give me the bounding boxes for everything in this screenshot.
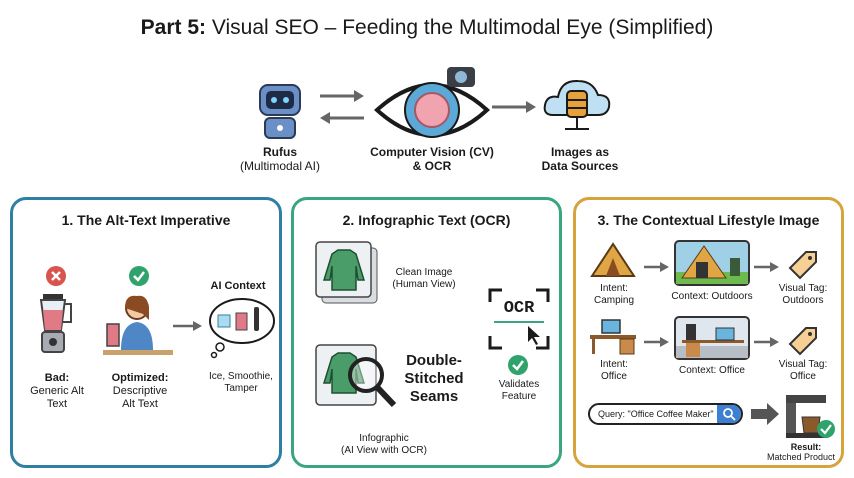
result-label: Result: [790,442,822,452]
optimized-desc: Alt Text [122,398,158,410]
cv-label: Computer Vision (CV) [370,145,494,159]
arrow-right-icon [644,337,669,347]
check-icon [129,266,149,286]
intent-label: Intent: [600,359,628,370]
panel-title: 1. The Alt-Text Imperative [61,212,231,228]
images-sub: Data Sources [541,159,619,173]
visual-tag-label: Visual Tag: [778,359,828,370]
search-icon [723,408,736,421]
page-title: Part 5: Visual SEO – Feeding the Multimo… [0,16,854,40]
bad-label: Bad: [44,372,70,384]
woman-blending-icon [103,295,173,355]
tent-icon [590,242,636,277]
panel-alt-text: 1. The Alt-Text Imperative Bad: Generic … [10,197,282,468]
arrow-right-icon [320,90,364,124]
clean-image-label: Clean Image [395,267,453,278]
visual-tag-label: Office [790,371,816,382]
ocr-scan-icon [488,288,550,350]
ocr-label: OCR [503,299,535,318]
x-mark-icon [46,266,66,286]
arrow-right-icon [751,403,779,425]
bad-desc: Generic Alt [30,385,84,397]
coffee-maker-icon [786,395,835,438]
office-scene-image [674,316,750,360]
outdoor-scene-image [674,240,750,286]
bad-desc: Text [46,398,68,410]
ai-context-label: AI Context [210,280,266,292]
clean-image-desc: (Human View) [392,279,456,290]
panel-infographic-ocr: 2. Infographic Text (OCR) Clean Image (H… [291,197,562,468]
panel-title: 2. Infographic Text (OCR) [342,212,511,228]
title-text: Visual SEO – Feeding the Multimodal Eye … [211,16,714,39]
jacket-image-icon [315,241,378,304]
database-cloud-icon [543,79,611,130]
validates-label: Validates [498,379,540,390]
infographic-label: Infographic [359,433,409,444]
tag-icon [788,327,817,356]
search-button[interactable] [717,405,741,423]
context-items: Ice, Smoothie, [209,371,273,382]
tag-icon [788,251,817,280]
context-label: Context: Office [679,365,745,376]
blender-icon [39,294,72,353]
desk-icon [590,319,636,355]
arrow-right-icon [492,101,536,113]
intent-label: Intent: [600,283,628,294]
validates-label: Feature [501,391,537,402]
arrow-right-icon [644,262,669,272]
intent-label: Office [601,371,627,382]
panel-lifestyle: 3. The Contextual Lifestyle Image Intent… [573,197,844,468]
infographic-desc: (AI View with OCR) [341,445,427,456]
title-prefix: Part 5: [140,16,206,39]
panel-title: 3. The Contextual Lifestyle Image [597,212,820,228]
optimized-desc: Descriptive [112,385,168,397]
visual-tag-label: Visual Tag: [778,283,828,294]
context-label: Context: Outdoors [671,291,753,302]
rufus-sub: (Multimodal AI) [239,159,321,173]
thought-bubble-icon [209,298,275,359]
arrow-right-icon [754,262,779,272]
robot-icon [259,84,301,139]
check-icon [508,355,528,375]
visual-tag-label: Outdoors [782,295,824,306]
overlay-text: Seams [409,388,459,405]
optimized-label: Optimized: [111,372,169,384]
rufus-label: Rufus [263,145,297,159]
infographic-jacket-icon [315,344,397,408]
arrow-right-icon [754,337,779,347]
context-items: Tamper [224,383,258,394]
result-desc: Matched Product [766,452,836,462]
query-text: Query: "Office Coffee Maker" [598,409,714,419]
cv-sub: & OCR [412,159,452,173]
intent-label: Camping [593,295,635,306]
search-query-input[interactable]: Query: "Office Coffee Maker" [588,403,743,425]
images-label: Images as [550,145,610,159]
arrow-right-icon [173,321,202,331]
overlay-text: Double- [406,352,462,369]
eye-brain-icon [374,67,490,138]
overlay-text: Stitched [404,370,464,387]
